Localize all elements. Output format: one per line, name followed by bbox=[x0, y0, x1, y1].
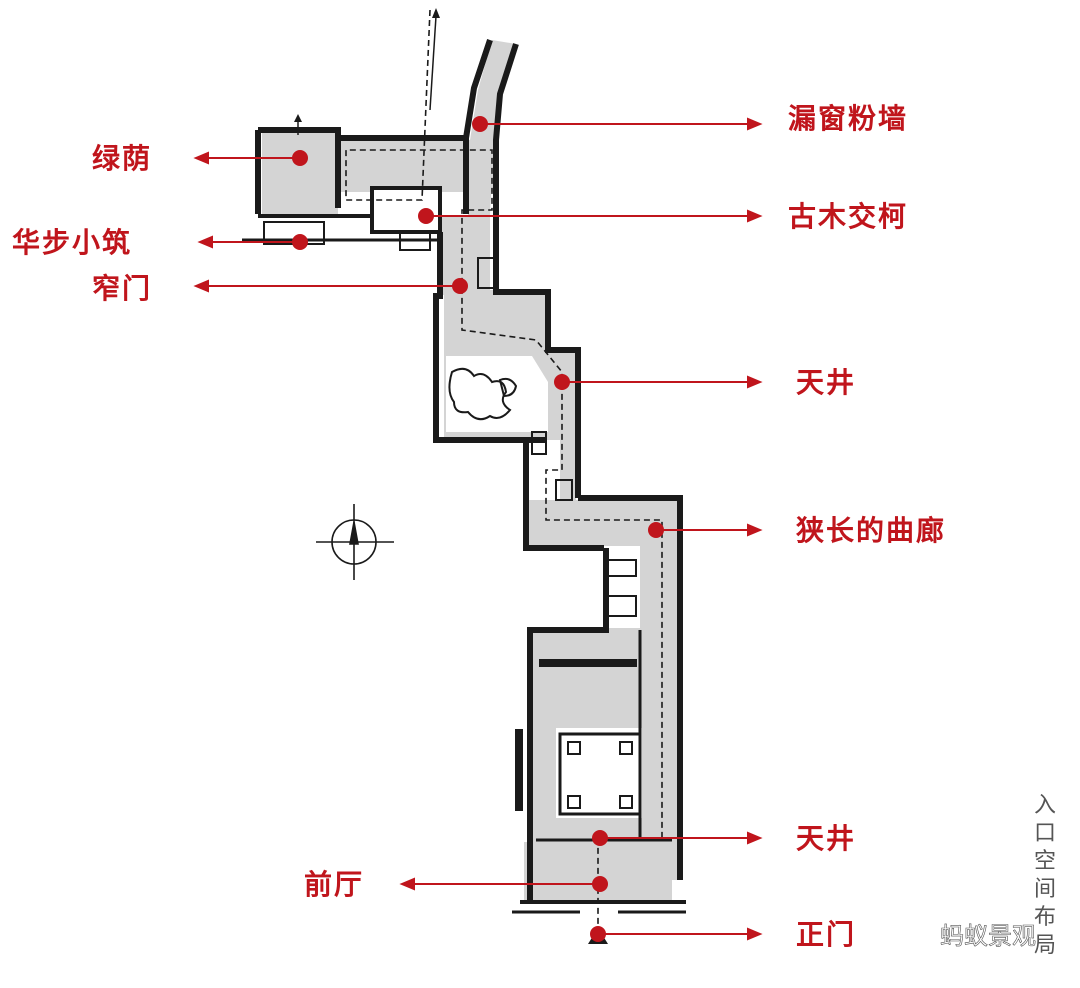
label-tianjing-lower: 天井 bbox=[796, 822, 856, 855]
label-zhengmen: 正门 bbox=[796, 918, 856, 951]
north-arrows bbox=[294, 8, 440, 135]
annotation-leaders bbox=[193, 116, 763, 942]
label-tianjing-upper: 天井 bbox=[796, 366, 856, 399]
label-gumu-jiaoke: 古木交柯 bbox=[788, 200, 908, 233]
caption-char: 空 bbox=[1034, 849, 1056, 874]
label-zhaimen: 窄门 bbox=[92, 272, 152, 305]
plan-walls bbox=[242, 39, 686, 914]
watermark: 蚂蚁景观 bbox=[901, 922, 1036, 951]
plan-floor bbox=[262, 40, 678, 902]
dot-lvyin bbox=[292, 150, 308, 166]
vertical-caption: 入 口 空 间 布 局 bbox=[1034, 793, 1056, 958]
label-lvyin: 绿荫 bbox=[92, 142, 152, 175]
watermark-text: 蚂蚁景观 bbox=[940, 922, 1036, 950]
dot-huabu bbox=[292, 234, 308, 250]
dot-zhaimen bbox=[452, 278, 468, 294]
label-huabu-xiaozhu: 华步小筑 bbox=[12, 226, 132, 259]
label-qianting: 前厅 bbox=[304, 868, 364, 901]
label-xiachang-qulang: 狭长的曲廊 bbox=[795, 514, 946, 547]
caption-char: 口 bbox=[1034, 821, 1056, 846]
caption-char: 局 bbox=[1034, 933, 1056, 958]
wechat-icon bbox=[901, 923, 937, 951]
dot-tianjing-upper bbox=[554, 374, 570, 390]
dot-zhengmen bbox=[590, 926, 606, 942]
label-louchuang-fenqiang: 漏窗粉墙 bbox=[788, 102, 908, 135]
compass-icon bbox=[316, 504, 394, 580]
dot-qianting bbox=[592, 876, 608, 892]
caption-char: 间 bbox=[1034, 877, 1056, 902]
caption-char: 入 bbox=[1034, 793, 1056, 818]
dot-qulang bbox=[648, 522, 664, 538]
circulation-path bbox=[345, 9, 663, 930]
dot-gumu bbox=[418, 208, 434, 224]
caption-char: 布 bbox=[1034, 905, 1056, 930]
dot-louchuang bbox=[472, 116, 488, 132]
annotation-labels: 漏窗粉墙 绿荫 古木交柯 华步小筑 窄门 天井 狭长的曲廊 天井 前厅 正门 bbox=[12, 102, 946, 951]
dot-tianjing-lower bbox=[592, 830, 608, 846]
